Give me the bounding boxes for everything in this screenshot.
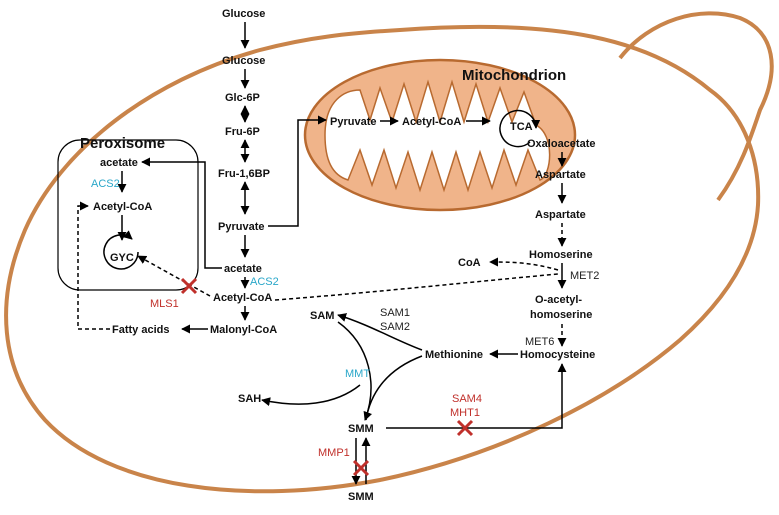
tca-cycle-arrow <box>499 109 541 148</box>
sam4-label: SAM4 <box>452 393 482 405</box>
sah-label: SAH <box>238 393 261 405</box>
mmt-label: MMT <box>345 368 370 380</box>
mitochondrion-label: Mitochondrion <box>462 67 566 84</box>
dashed-line <box>274 273 559 301</box>
block-x-icon <box>180 277 198 295</box>
mito-pyruvate-label: Pyruvate <box>330 116 376 128</box>
mht1-label: MHT1 <box>450 407 480 419</box>
block-x-icon <box>456 419 474 437</box>
mls1-label: MLS1 <box>150 298 179 310</box>
homoserine-label: Homoserine <box>529 249 593 261</box>
tca-label: TCA <box>510 121 533 133</box>
smm-out-label: SMM <box>348 491 374 503</box>
coa-label: CoA <box>458 257 481 269</box>
dashed-arrow <box>489 257 559 271</box>
homocysteine-label: Homocysteine <box>520 349 595 361</box>
perox-acetate-label: acetate <box>100 157 138 169</box>
glc6p-label: Glc-6P <box>225 92 260 104</box>
o-acetyl-label-2: homoserine <box>530 309 592 321</box>
oxaloacetate-label: Oxaloacetate <box>527 138 595 150</box>
fru16bp-label: Fru-1,6BP <box>218 168 270 180</box>
gyc-label: GYC <box>110 252 134 264</box>
arrow <box>261 384 361 407</box>
smm-in-label: SMM <box>348 423 374 435</box>
arrow <box>268 115 327 227</box>
sam2-label: SAM2 <box>380 321 410 333</box>
o-acetyl-label-1: O-acetyl- <box>535 294 582 306</box>
pyruvate-label: Pyruvate <box>218 221 264 233</box>
acs2-perox-label: ACS2 <box>91 178 120 190</box>
gyc-cycle-arrow <box>103 230 139 270</box>
mmp1-label: MMP1 <box>318 447 350 459</box>
sam-label: SAM <box>310 310 334 322</box>
fatty-acids-label: Fatty acids <box>112 324 169 336</box>
dashed-arrow <box>77 201 110 330</box>
met2-label: MET2 <box>570 270 599 282</box>
mitochondrion: Mitochondrion <box>303 58 577 212</box>
block-x-icon <box>352 459 370 477</box>
glucose-in-label: Glucose <box>222 55 265 67</box>
mito-acetyl-coa-label: Acetyl-CoA <box>402 116 461 128</box>
cell-wall <box>4 11 774 494</box>
fru6p-label: Fru-6P <box>225 126 260 138</box>
sam1-label: SAM1 <box>380 307 410 319</box>
glucose-out-label: Glucose <box>222 8 265 20</box>
peroxisome-label: Peroxisome <box>80 135 165 152</box>
line <box>365 355 423 421</box>
acetate-label: acetate <box>224 263 262 275</box>
mito-aspartate-label: Aspartate <box>535 169 586 181</box>
arrow <box>141 157 222 269</box>
peroxisome: Peroxisome <box>57 135 199 291</box>
arrow <box>386 363 567 429</box>
acs2-cyto-label: ACS2 <box>250 276 279 288</box>
methionine-label: Methionine <box>425 349 483 361</box>
acetyl-coa-label: Acetyl-CoA <box>213 292 272 304</box>
malonyl-coa-label: Malonyl-CoA <box>210 324 277 336</box>
met6-label: MET6 <box>525 336 554 348</box>
aspartate-label: Aspartate <box>535 209 586 221</box>
perox-acetyl-coa-label: Acetyl-CoA <box>93 201 152 213</box>
arrow <box>337 313 423 351</box>
